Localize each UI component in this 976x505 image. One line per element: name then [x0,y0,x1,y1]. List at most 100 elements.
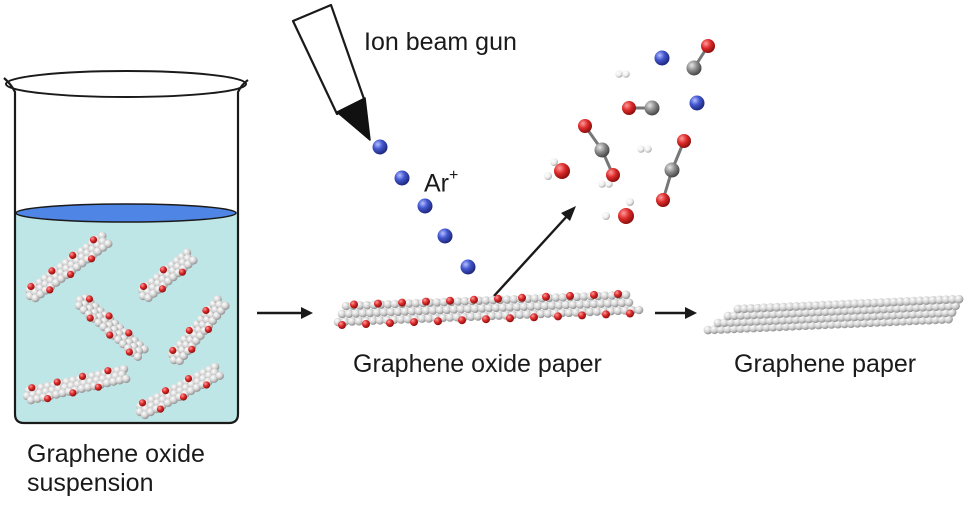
carbon-atom [104,239,113,248]
suspension-label-line1: Graphene oxide [27,440,205,468]
oxygen-atom [656,193,670,207]
carbon-atom [337,309,347,319]
arrow-to-oxide-paper [257,307,313,319]
oxygen-atom [48,267,56,275]
oxygen-atom [87,255,96,263]
oxygen-atom [185,326,193,335]
oxygen-atom [69,251,77,259]
carbon-atom [837,299,847,309]
carbon-atom [355,301,365,310]
carbon-atom [362,300,372,310]
carbon-atom [948,294,957,304]
co2-molecule-icon [578,119,620,182]
hydrogen-atom [598,180,606,188]
argon-charge: + [449,167,459,184]
hydrogen-molecule-icon [637,145,652,153]
oxygen-atom [53,378,61,386]
carbon-atom [481,296,491,305]
carbon-atom [365,308,375,318]
carbon-atom [526,302,536,311]
carbon-atom [375,316,385,325]
carbon-atom [543,309,553,318]
carbon-atom [393,307,403,317]
hydrogen-molecule-icon [598,180,613,188]
oxygen-atom [179,393,188,401]
hydrogen-atom [615,70,623,78]
carbon-atom [824,300,834,310]
carbon-atom [909,296,918,306]
hydrogen-atom [626,198,634,206]
oxygen-atom [94,383,102,391]
carbon-atom [703,325,713,335]
carbon-atom [449,305,459,314]
oxygen-atom [602,310,610,319]
carbon-atom [579,292,589,301]
oxygen-atom [138,399,147,407]
oxygen-atom [69,389,77,397]
carbon-atom [442,305,452,315]
oxygen-atom [618,208,634,224]
carbon-atom [889,297,899,307]
carbon-atom [551,293,561,302]
argon-ion-icon [437,228,453,244]
carbon-atom [522,310,532,319]
carbon-atom [502,295,512,304]
carbon-atom [512,302,522,312]
oxygen-atom [554,312,562,321]
carbon-atom [594,142,610,158]
oxygen-atom [506,314,514,323]
carbon-atom [564,308,574,318]
carbon-atom [792,302,801,311]
carbon-atom [664,162,680,178]
carbon-atom [390,299,400,309]
carbon-atom [561,300,571,310]
carbon-atom [215,371,224,380]
carbon-atom [902,297,912,306]
carbon-atom [779,302,788,312]
oxygen-atom [374,299,382,308]
oxygen-atom [578,311,586,320]
carbon-atom [954,294,964,304]
oxygen-atom [169,346,177,355]
oxygen-atom [338,321,346,329]
oxygen-atom [470,295,478,304]
oxygen-atom [398,298,406,307]
co-molecule-icon [686,39,715,76]
oxygen-atom [386,319,394,328]
oxygen-atom [542,292,550,301]
oxygen-atom [44,395,52,403]
oxygen-atom [156,405,165,413]
oxygen-atom [86,314,94,322]
carbon-atom [733,304,743,314]
carbon-atom [396,315,406,324]
graphene-oxide-paper-sheet [333,290,644,329]
carbon-atom [915,296,925,306]
carbon-atom [603,299,613,308]
oxygen-atom [125,348,133,356]
oxygen-atom [184,375,193,383]
graphene-oxide-flake [74,294,149,361]
argon-ion-stream [372,50,705,275]
argon-ion-icon [394,170,410,186]
oxygen-atom [566,291,574,300]
carbon-atom [624,298,634,307]
carbon-atom [547,301,557,310]
carbon-atom [811,301,821,310]
carbon-atom [519,302,529,312]
carbon-atom [818,300,827,310]
carbon-atom [922,296,931,305]
carbon-atom [33,394,42,403]
carbon-atom [102,378,112,388]
oxygen-atom [202,306,210,315]
carbon-atom [26,396,36,405]
oxygen-atom [105,312,113,320]
hydrogen-molecule-icon [615,70,630,78]
oxygen-atom [518,293,526,302]
hydrogen-atom [550,158,558,166]
hydrogen-atom [622,70,630,78]
carbon-atom [686,60,702,76]
co-molecule-icon [622,100,660,116]
carbon-atom [710,325,719,335]
carbon-atom [411,298,421,308]
